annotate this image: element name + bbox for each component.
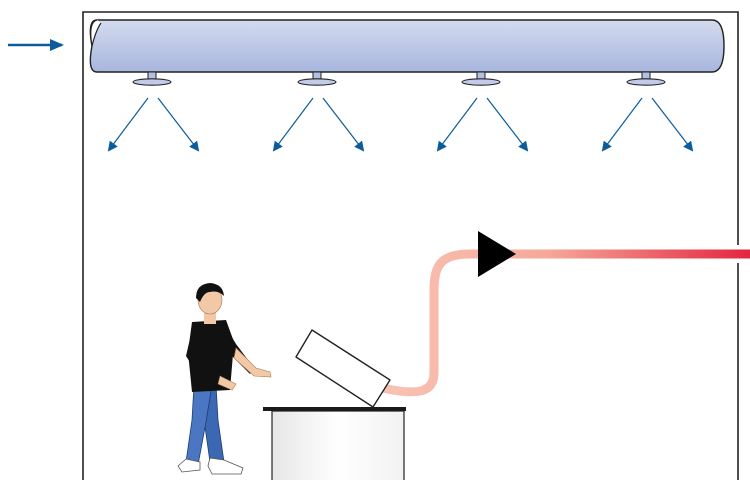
ceiling-diffuser [461,71,501,86]
supply-airflow-arrow-icon [486,97,529,152]
exhaust-duct [381,249,750,397]
supply-air-duct [89,19,725,73]
person [177,283,272,475]
supply-airflow-arrow-icon [651,97,694,152]
supply-airflow-arrow-icon [601,97,643,152]
supply-airflow-arrow-icon [322,97,365,152]
supply-airflow-arrow-icon [107,97,149,152]
exhaust-hood [295,329,391,408]
supply-airflow-arrow-icon [436,97,478,152]
supply-airflow-arrow-icon [157,97,200,152]
workbench [263,407,406,480]
ceiling-diffuser [132,71,172,86]
ceiling-diffuser [297,71,337,86]
supply-airflow-arrow-icon [272,97,314,152]
ceiling-diffuser [626,71,666,86]
room-outline [82,11,739,480]
exhaust-direction-arrow-icon [478,231,516,277]
